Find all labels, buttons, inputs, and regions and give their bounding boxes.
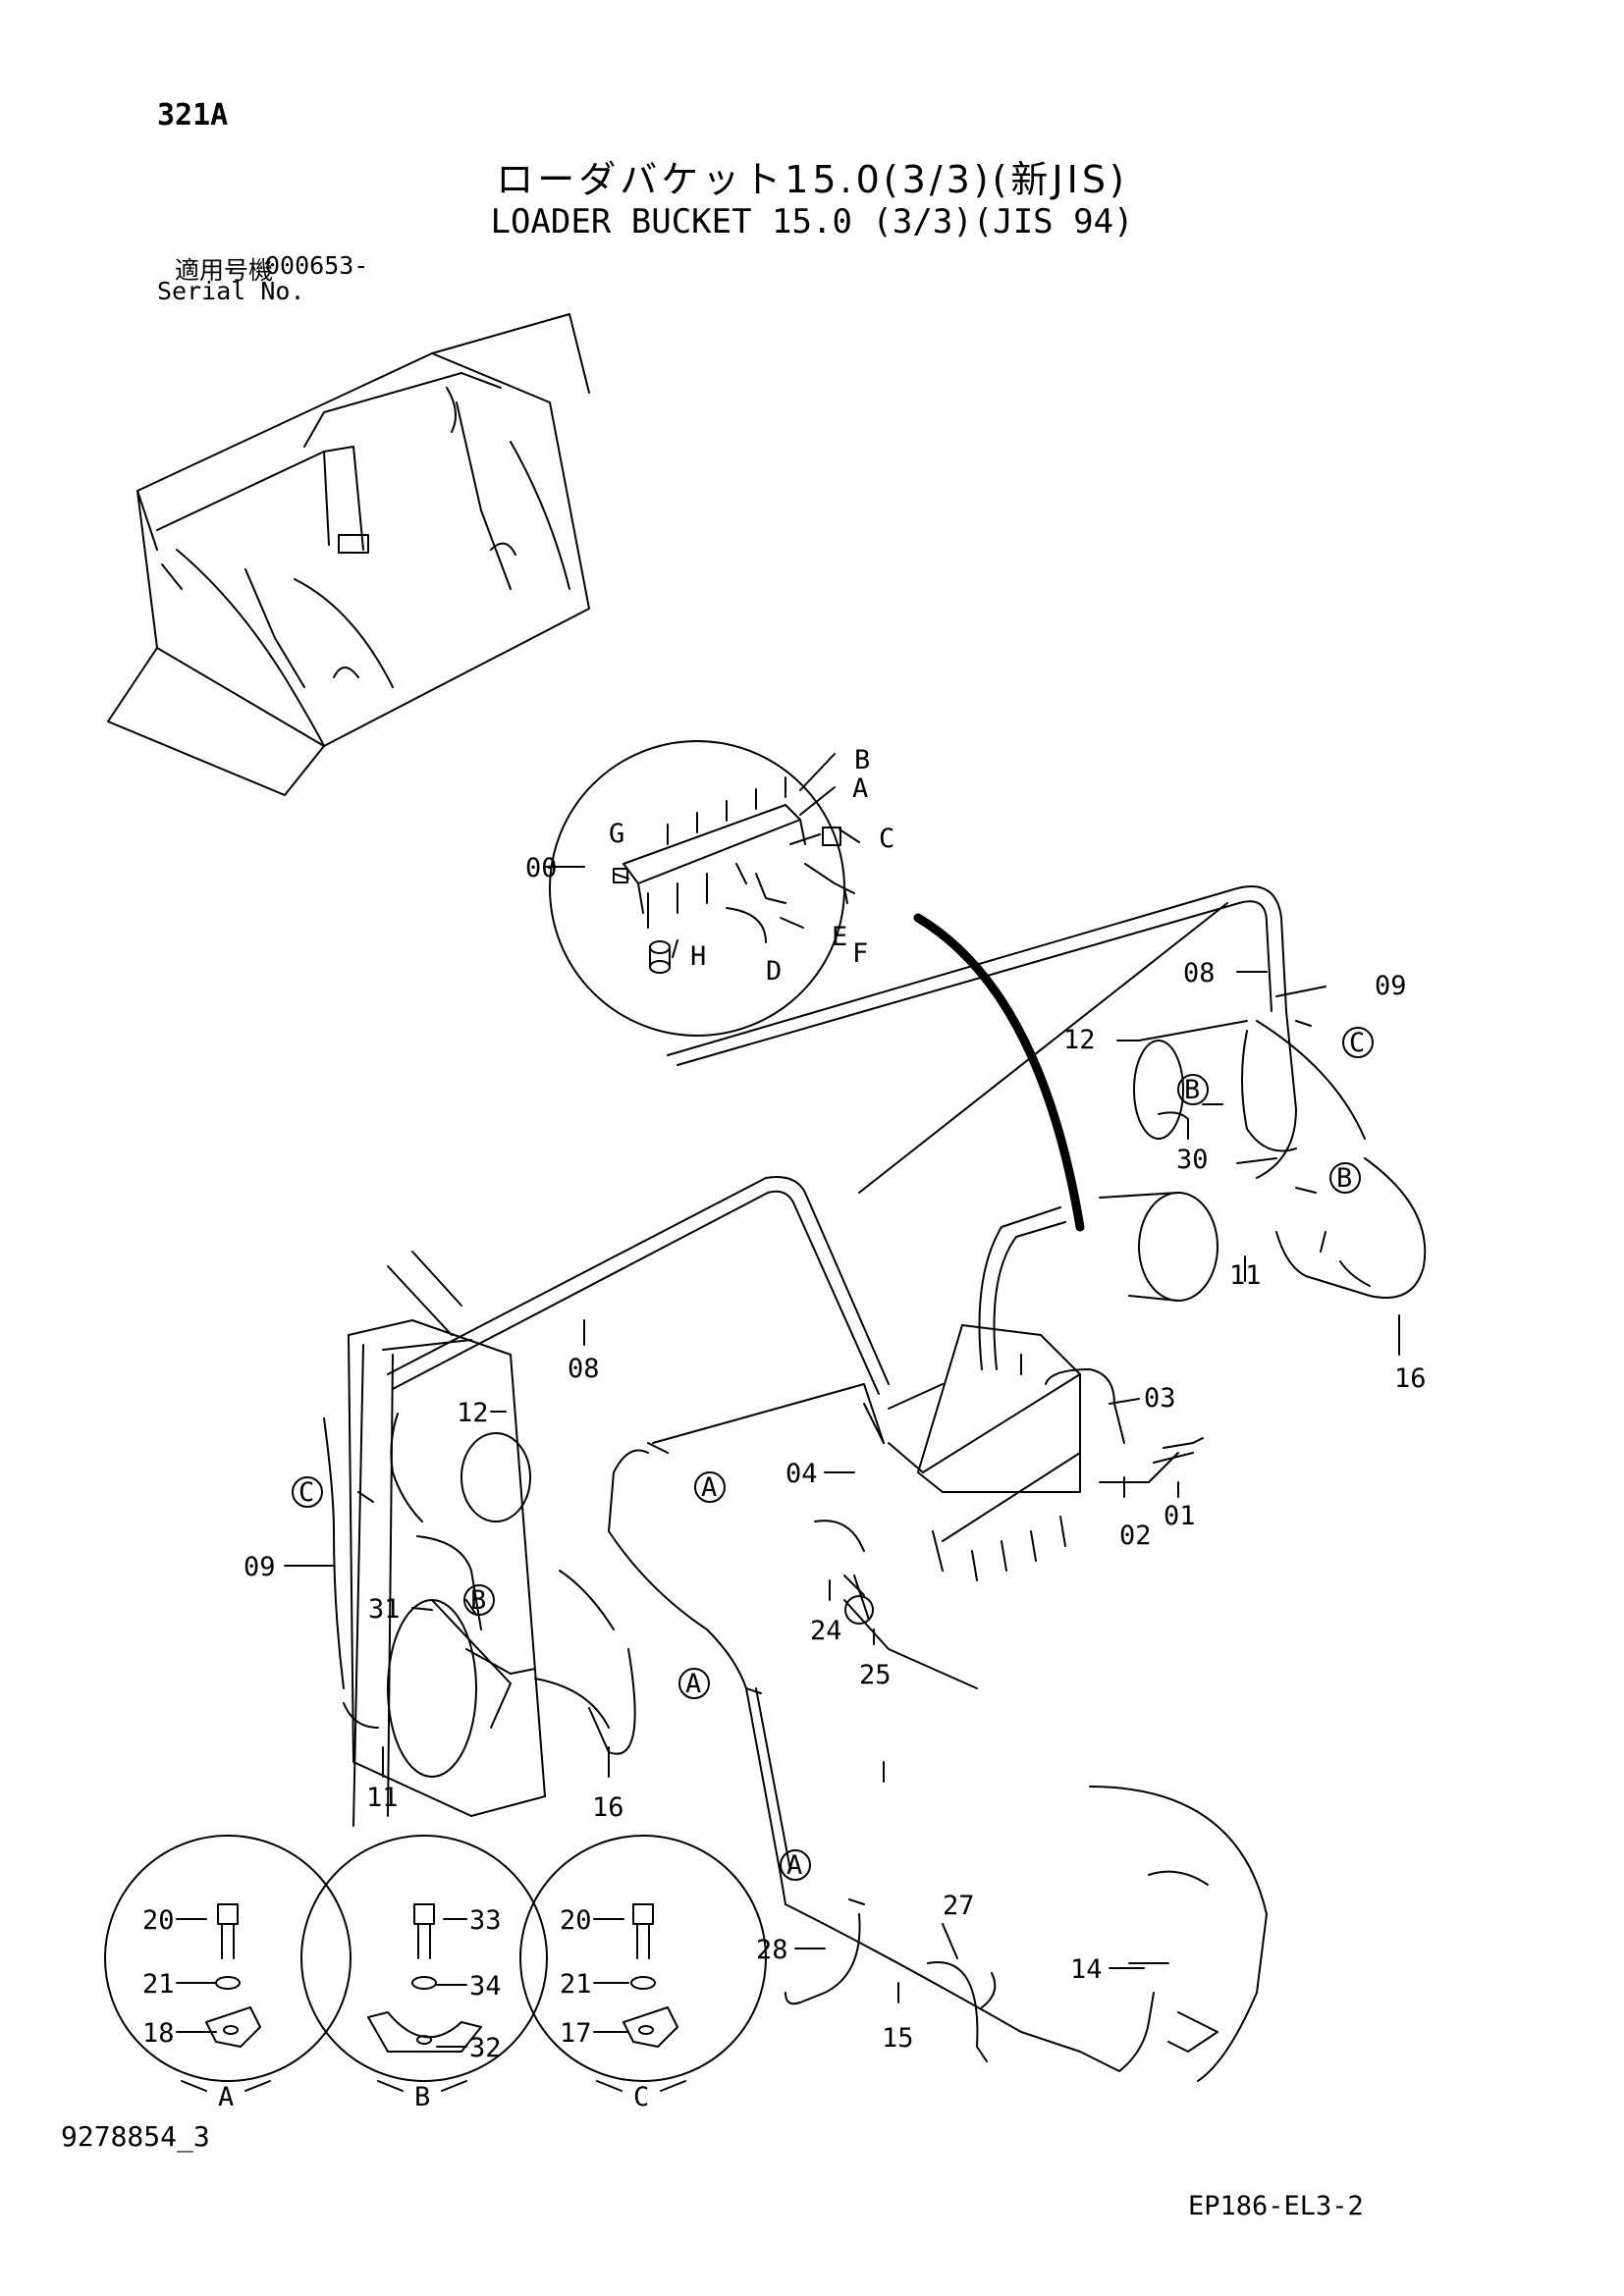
detail-letter-g: G xyxy=(609,819,624,849)
part-label-27: 27 xyxy=(943,1891,975,1921)
right-hose-assembly xyxy=(667,885,1427,1302)
part-label-28: 28 xyxy=(756,1935,788,1965)
page-code: 321A xyxy=(157,98,229,133)
drawing-id: 9278854_3 xyxy=(61,2120,210,2153)
detail-a-clamp-label: 18 xyxy=(142,2018,175,2049)
callout-b-right-lower: B xyxy=(1336,1163,1352,1194)
hose-08-left xyxy=(387,1176,890,1385)
detail-b-bolt-label: 33 xyxy=(469,1905,502,1936)
clamp-detail-b-drawing xyxy=(300,1835,548,2082)
serial-label-japanese: 適用号機 xyxy=(175,256,274,285)
title-japanese: ローダバケット15.0(3/3)(新JIS) xyxy=(496,158,1128,201)
detail-leader-thick xyxy=(913,913,1085,1232)
detail-a-letter: A xyxy=(218,2082,234,2112)
part-label-08-left: 08 xyxy=(568,1354,600,1384)
sheet-code: EP186-EL3-2 xyxy=(1188,2191,1364,2221)
detail-letter-a: A xyxy=(852,774,868,804)
part-label-11-right: 11 xyxy=(1229,1260,1262,1291)
detail-letter-d: D xyxy=(766,956,782,987)
bucket-overview-drawing xyxy=(107,313,590,796)
detail-b-letter: B xyxy=(414,2082,430,2112)
part-label-11-left: 11 xyxy=(366,1783,399,1813)
part-label-09-left: 09 xyxy=(244,1552,276,1582)
callout-c-left: C xyxy=(298,1477,314,1508)
part-label-02: 02 xyxy=(1119,1521,1152,1551)
hose-a-curve xyxy=(608,1449,747,1689)
part-label-15: 15 xyxy=(882,2023,914,2054)
part-label-14: 14 xyxy=(1070,1954,1103,1985)
detail-letter-h: H xyxy=(690,941,706,972)
part-label-04: 04 xyxy=(785,1459,818,1489)
detail-b-washer-label: 34 xyxy=(469,1971,502,2002)
part-label-25: 25 xyxy=(859,1660,892,1690)
part-label-30: 30 xyxy=(1176,1145,1209,1175)
detail-c-letter: C xyxy=(633,2082,649,2112)
title-english: LOADER BUCKET 15.0 (3/3)(JIS 94) xyxy=(490,202,1134,241)
detail-letter-c: C xyxy=(879,824,894,854)
part-label-12-right: 12 xyxy=(1063,1025,1096,1055)
clamp-detail-a-drawing xyxy=(104,1835,352,2082)
callout-b-right-upper: B xyxy=(1184,1075,1200,1105)
detail-a-washer-label: 21 xyxy=(142,1969,175,2000)
part-label-03: 03 xyxy=(1144,1383,1176,1414)
part-label-12-left: 12 xyxy=(457,1398,489,1428)
part-label-00: 00 xyxy=(525,853,558,883)
control-valve-assembly xyxy=(814,1206,1204,1625)
detail-a-bolt-label: 20 xyxy=(142,1905,175,1936)
callout-a-lower: A xyxy=(786,1850,802,1881)
detail-letter-b: B xyxy=(854,745,870,775)
detail-c-bolt-label: 20 xyxy=(560,1905,592,1936)
hose-a-down xyxy=(745,1687,786,1905)
part-label-09-right: 09 xyxy=(1375,971,1407,1001)
part-label-31: 31 xyxy=(368,1594,401,1625)
callout-a-middle: A xyxy=(685,1669,701,1699)
clamp-detail-c-drawing xyxy=(519,1835,767,2082)
detail-b-clamp-label: 32 xyxy=(469,2033,502,2063)
serial-value: 000653- xyxy=(265,251,369,280)
hose-mid xyxy=(652,1383,885,1444)
callout-b-left: B xyxy=(470,1585,486,1616)
part-label-16-left: 16 xyxy=(592,1792,624,1823)
left-boom-assembly xyxy=(323,1251,636,1827)
detail-c-washer-label: 21 xyxy=(560,1969,592,2000)
part-label-08-right: 08 xyxy=(1183,958,1216,988)
part-label-16-right: 16 xyxy=(1394,1363,1427,1394)
valve-block-detail xyxy=(549,740,855,1037)
callout-a-upper: A xyxy=(701,1472,717,1503)
serial-label-english: Serial No. xyxy=(157,277,305,305)
hose-08-left-inner xyxy=(392,1190,880,1395)
lower-hose-assembly xyxy=(785,1786,1268,2082)
part-label-01: 01 xyxy=(1164,1501,1196,1531)
detail-letter-e: E xyxy=(832,922,847,952)
detail-c-clamp-label: 17 xyxy=(560,2018,592,2049)
callout-c-right: C xyxy=(1349,1028,1365,1058)
part-label-24: 24 xyxy=(810,1616,842,1646)
detail-letter-f: F xyxy=(852,938,868,969)
